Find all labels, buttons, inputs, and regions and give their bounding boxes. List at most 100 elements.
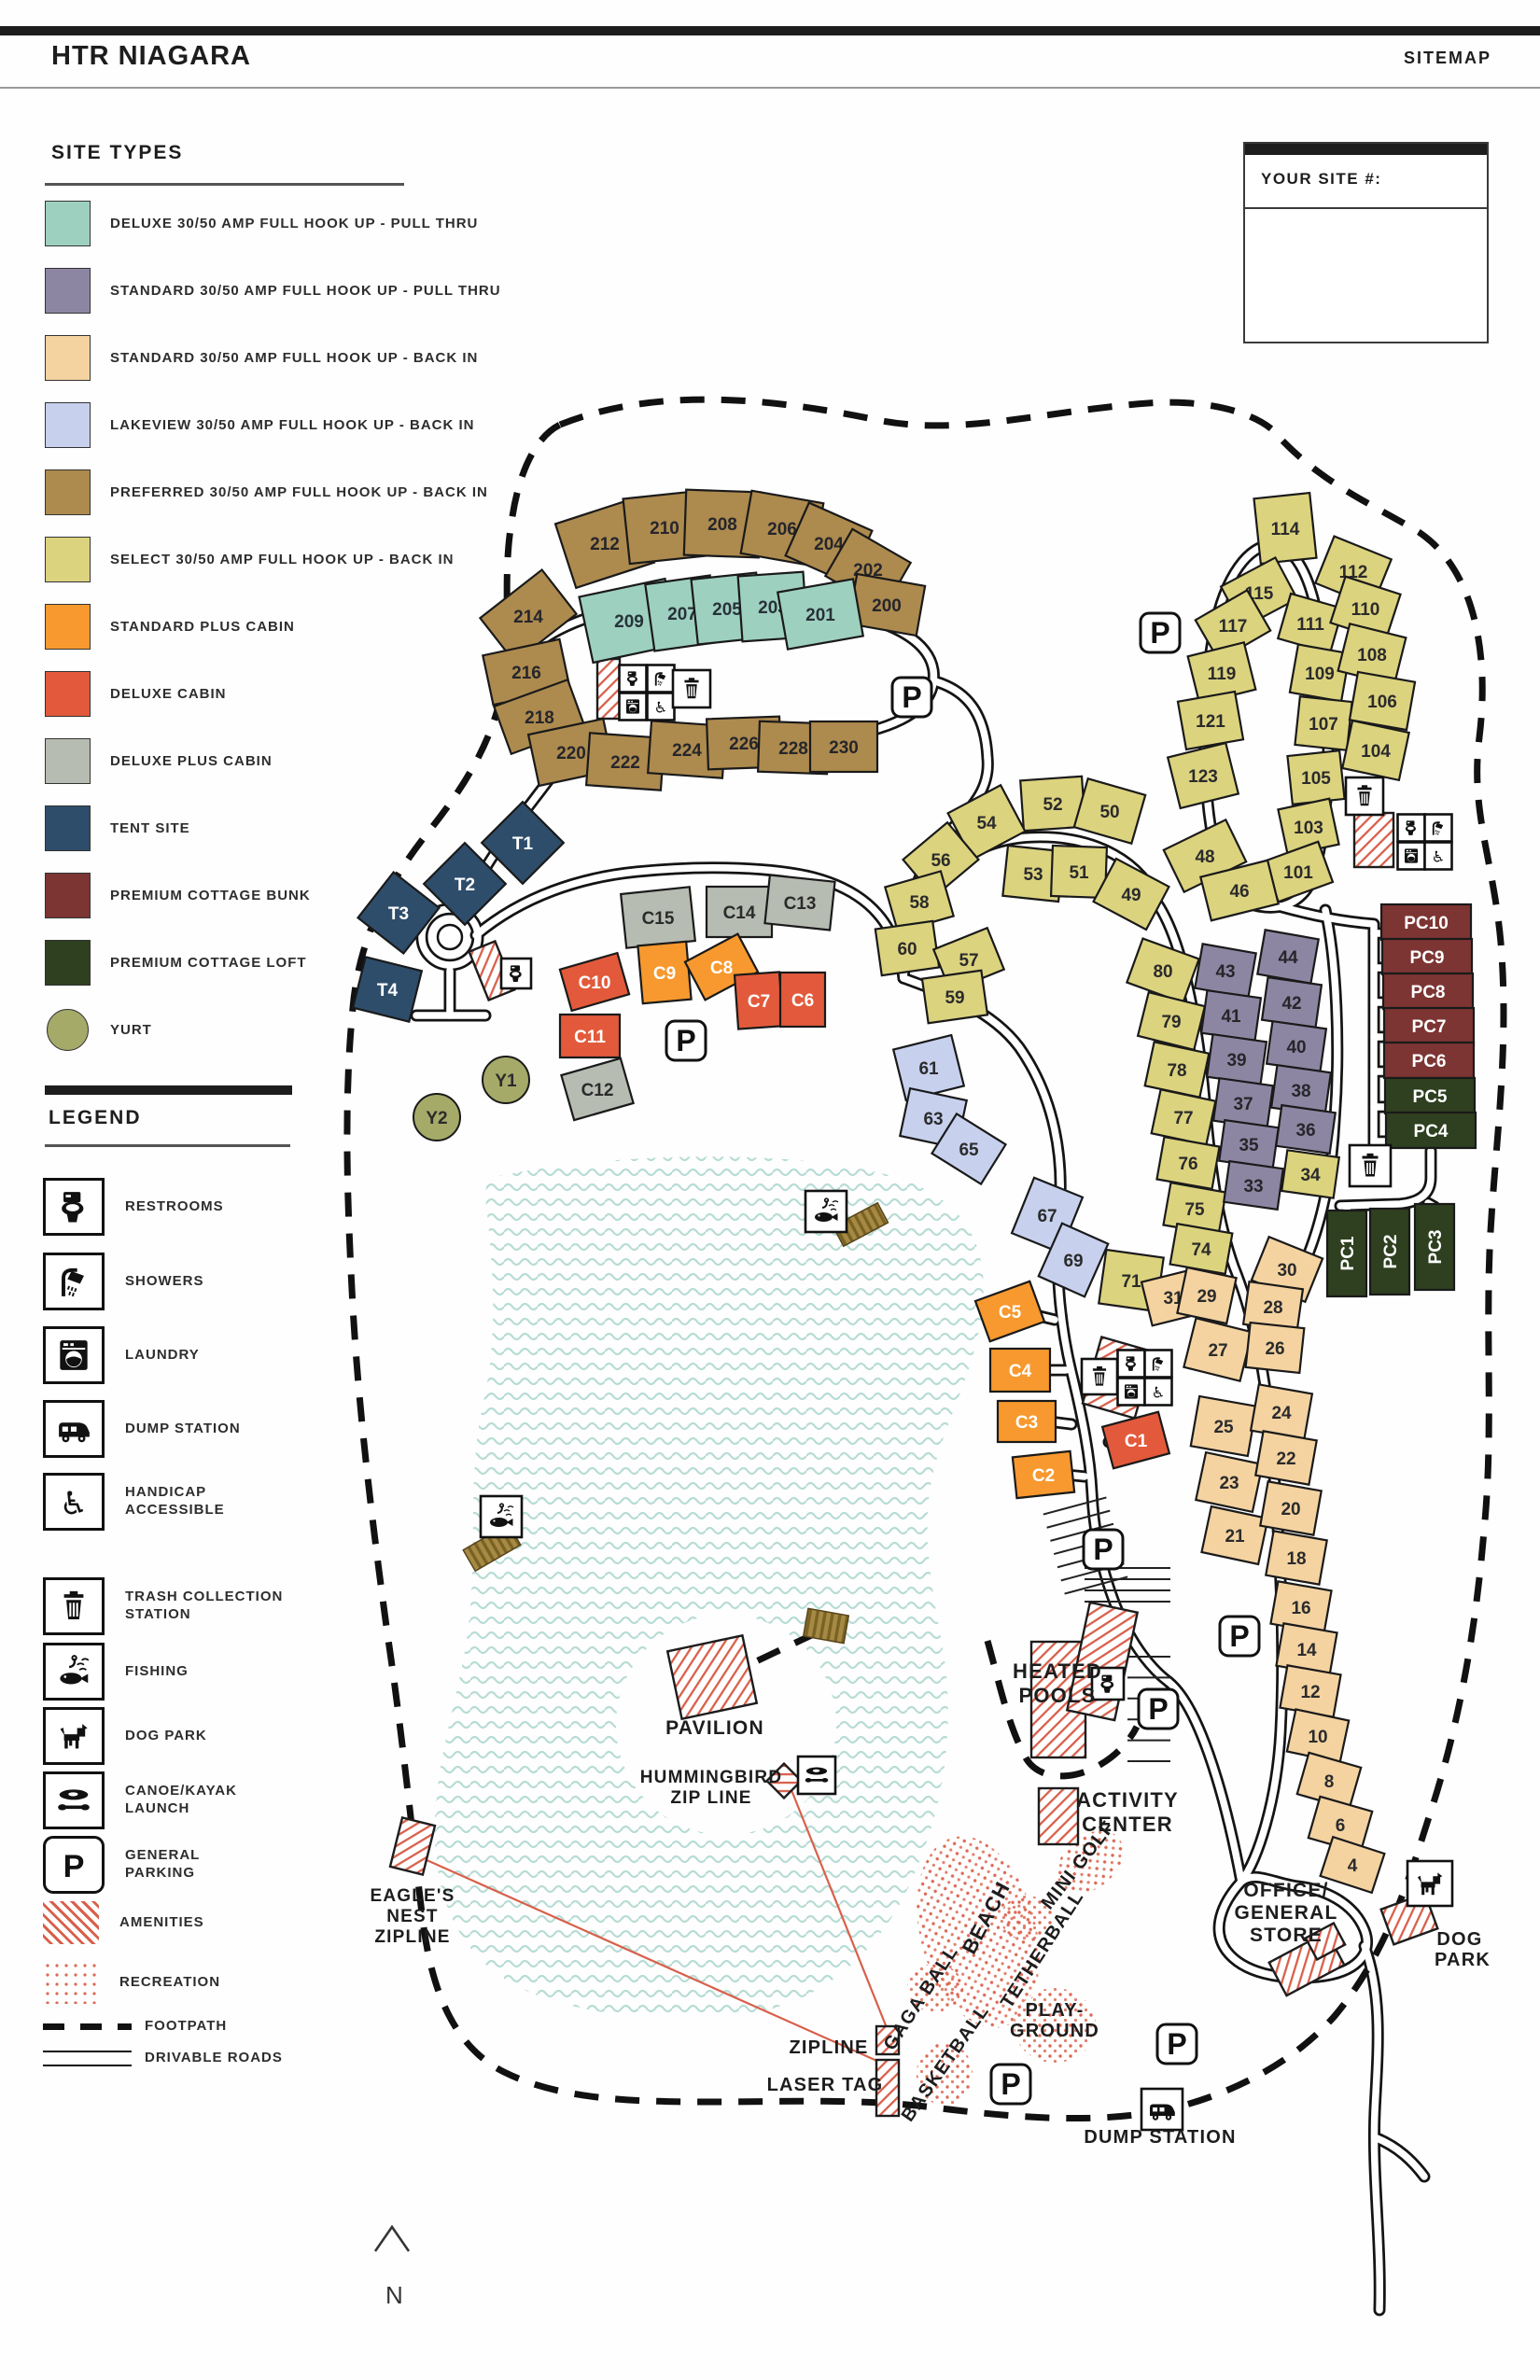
map-label: EAGLE'S <box>370 1886 455 1906</box>
svg-text:24: 24 <box>1271 1404 1292 1423</box>
svg-text:67: 67 <box>1037 1207 1057 1226</box>
svg-text:34: 34 <box>1300 1166 1321 1185</box>
site-type-row: STANDARD PLUS CABIN <box>45 604 501 650</box>
map-site-49: 49 <box>1092 857 1170 931</box>
footpath <box>984 1640 1141 1780</box>
svg-text:220: 220 <box>556 744 586 763</box>
your-site-box: YOUR SITE #: <box>1243 142 1489 343</box>
map-site-33: 33 <box>1222 1159 1285 1211</box>
map-site-35: 35 <box>1217 1118 1281 1170</box>
washer-icon <box>1396 841 1426 871</box>
drivable-road <box>931 678 991 762</box>
map-site-54: 54 <box>946 783 1027 861</box>
svg-text:111: 111 <box>1296 615 1324 635</box>
svg-text:39: 39 <box>1226 1051 1246 1071</box>
svg-text:79: 79 <box>1161 1013 1181 1032</box>
map-site-59: 59 <box>920 969 989 1025</box>
site-type-row: TENT SITE <box>45 805 501 851</box>
svg-text:42: 42 <box>1281 994 1301 1014</box>
map-site-79: 79 <box>1136 990 1207 1052</box>
legend-row: RESTROOMS <box>43 1178 224 1236</box>
trash-icon <box>43 1577 105 1635</box>
map-site-26: 26 <box>1244 1321 1306 1375</box>
site-type-row: PREMIUM COTTAGE BUNK <box>45 873 501 918</box>
map-site-C9: C9 <box>637 940 693 1005</box>
map-site-4: 4 <box>1319 1835 1386 1895</box>
map-label: HUMMINGBIRD <box>640 1768 783 1787</box>
legend-row: SHOWERS <box>43 1253 204 1310</box>
zipline-cable <box>790 1789 891 2036</box>
site-type-label: DELUXE 30/50 AMP FULL HOOK UP - PULL THR… <box>110 216 479 231</box>
map-label: PAVILION <box>665 1717 764 1739</box>
svg-text:C3: C3 <box>1015 1413 1038 1433</box>
wheelchair-icon: ♿ <box>1423 841 1453 871</box>
premium_cottage_loft-swatch <box>45 940 91 986</box>
kayak-icon <box>796 1755 837 1796</box>
svg-text:58: 58 <box>909 893 929 913</box>
map-site-22: 22 <box>1253 1430 1319 1486</box>
laundry-icon <box>43 1326 105 1384</box>
map-label: OFFICE/ <box>1243 1880 1328 1901</box>
map-site-42: 42 <box>1260 975 1323 1029</box>
map-site-106: 106 <box>1348 670 1417 732</box>
toilet-icon <box>1116 1349 1146 1379</box>
map-site-10: 10 <box>1285 1708 1351 1764</box>
amenity-building <box>875 2058 901 2118</box>
svg-text:54: 54 <box>976 814 997 833</box>
legend-label: DUMP STATION <box>125 1420 241 1436</box>
deluxe_pull_thru-swatch <box>45 201 91 246</box>
map-site-C15: C15 <box>619 886 697 949</box>
site-type-label: PREMIUM COTTAGE LOFT <box>110 955 307 971</box>
svg-text:PC4: PC4 <box>1414 1122 1449 1141</box>
drivable-road <box>472 863 907 982</box>
svg-text:71: 71 <box>1121 1272 1141 1292</box>
map-site-52: 52 <box>1019 775 1086 833</box>
map-label: DUMP STATION <box>1084 2127 1236 2148</box>
svg-text:T1: T1 <box>512 834 534 854</box>
toilet-icon <box>1090 1666 1126 1701</box>
map-site-200: 200 <box>847 572 927 637</box>
legend-row: DOG PARK <box>43 1707 207 1765</box>
your-site-accent-bar <box>1245 144 1487 155</box>
map-label: GROUND <box>1010 2021 1099 2041</box>
amenity-building <box>875 2024 901 2056</box>
svg-text:114: 114 <box>1271 520 1300 539</box>
svg-text:101: 101 <box>1283 863 1313 883</box>
showers-icon <box>43 1253 105 1310</box>
map-site-8: 8 <box>1295 1751 1363 1811</box>
map-site-60: 60 <box>874 919 941 977</box>
header-divider <box>0 87 1540 89</box>
svg-text:43: 43 <box>1215 962 1235 982</box>
svg-text:109: 109 <box>1305 665 1335 684</box>
map-site-214: 214 <box>478 567 579 665</box>
map-site-103: 103 <box>1277 797 1340 857</box>
parking-icon: P <box>1082 1528 1125 1571</box>
restrooms-icon <box>43 1178 105 1236</box>
svg-text:♿: ♿ <box>654 698 668 716</box>
svg-text:77: 77 <box>1173 1109 1193 1128</box>
svg-text:T3: T3 <box>388 904 409 924</box>
wheelchair-icon: ♿ <box>1143 1377 1173 1407</box>
svg-text:212: 212 <box>590 535 620 554</box>
site-type-label: SELECT 30/50 AMP FULL HOOK UP - BACK IN <box>110 552 455 567</box>
map-site-80: 80 <box>1125 937 1201 1004</box>
map-site-12: 12 <box>1279 1664 1342 1718</box>
svg-text:PC7: PC7 <box>1412 1017 1447 1037</box>
site-type-row: DELUXE CABIN <box>45 671 501 717</box>
map-site-110: 110 <box>1329 575 1402 642</box>
amenity-building <box>388 1815 437 1877</box>
svg-text:209: 209 <box>614 612 644 632</box>
map-label: CENTER <box>1082 1813 1173 1836</box>
svg-text:123: 123 <box>1188 767 1218 787</box>
svg-text:Y1: Y1 <box>495 1071 517 1091</box>
svg-text:74: 74 <box>1191 1240 1211 1260</box>
map-site-39: 39 <box>1205 1032 1268 1086</box>
map-label: HEATED <box>1013 1659 1102 1683</box>
svg-text:208: 208 <box>707 515 737 535</box>
svg-text:C12: C12 <box>581 1081 614 1100</box>
shower-icon <box>646 664 676 693</box>
parking-icon: P <box>989 2063 1032 2106</box>
